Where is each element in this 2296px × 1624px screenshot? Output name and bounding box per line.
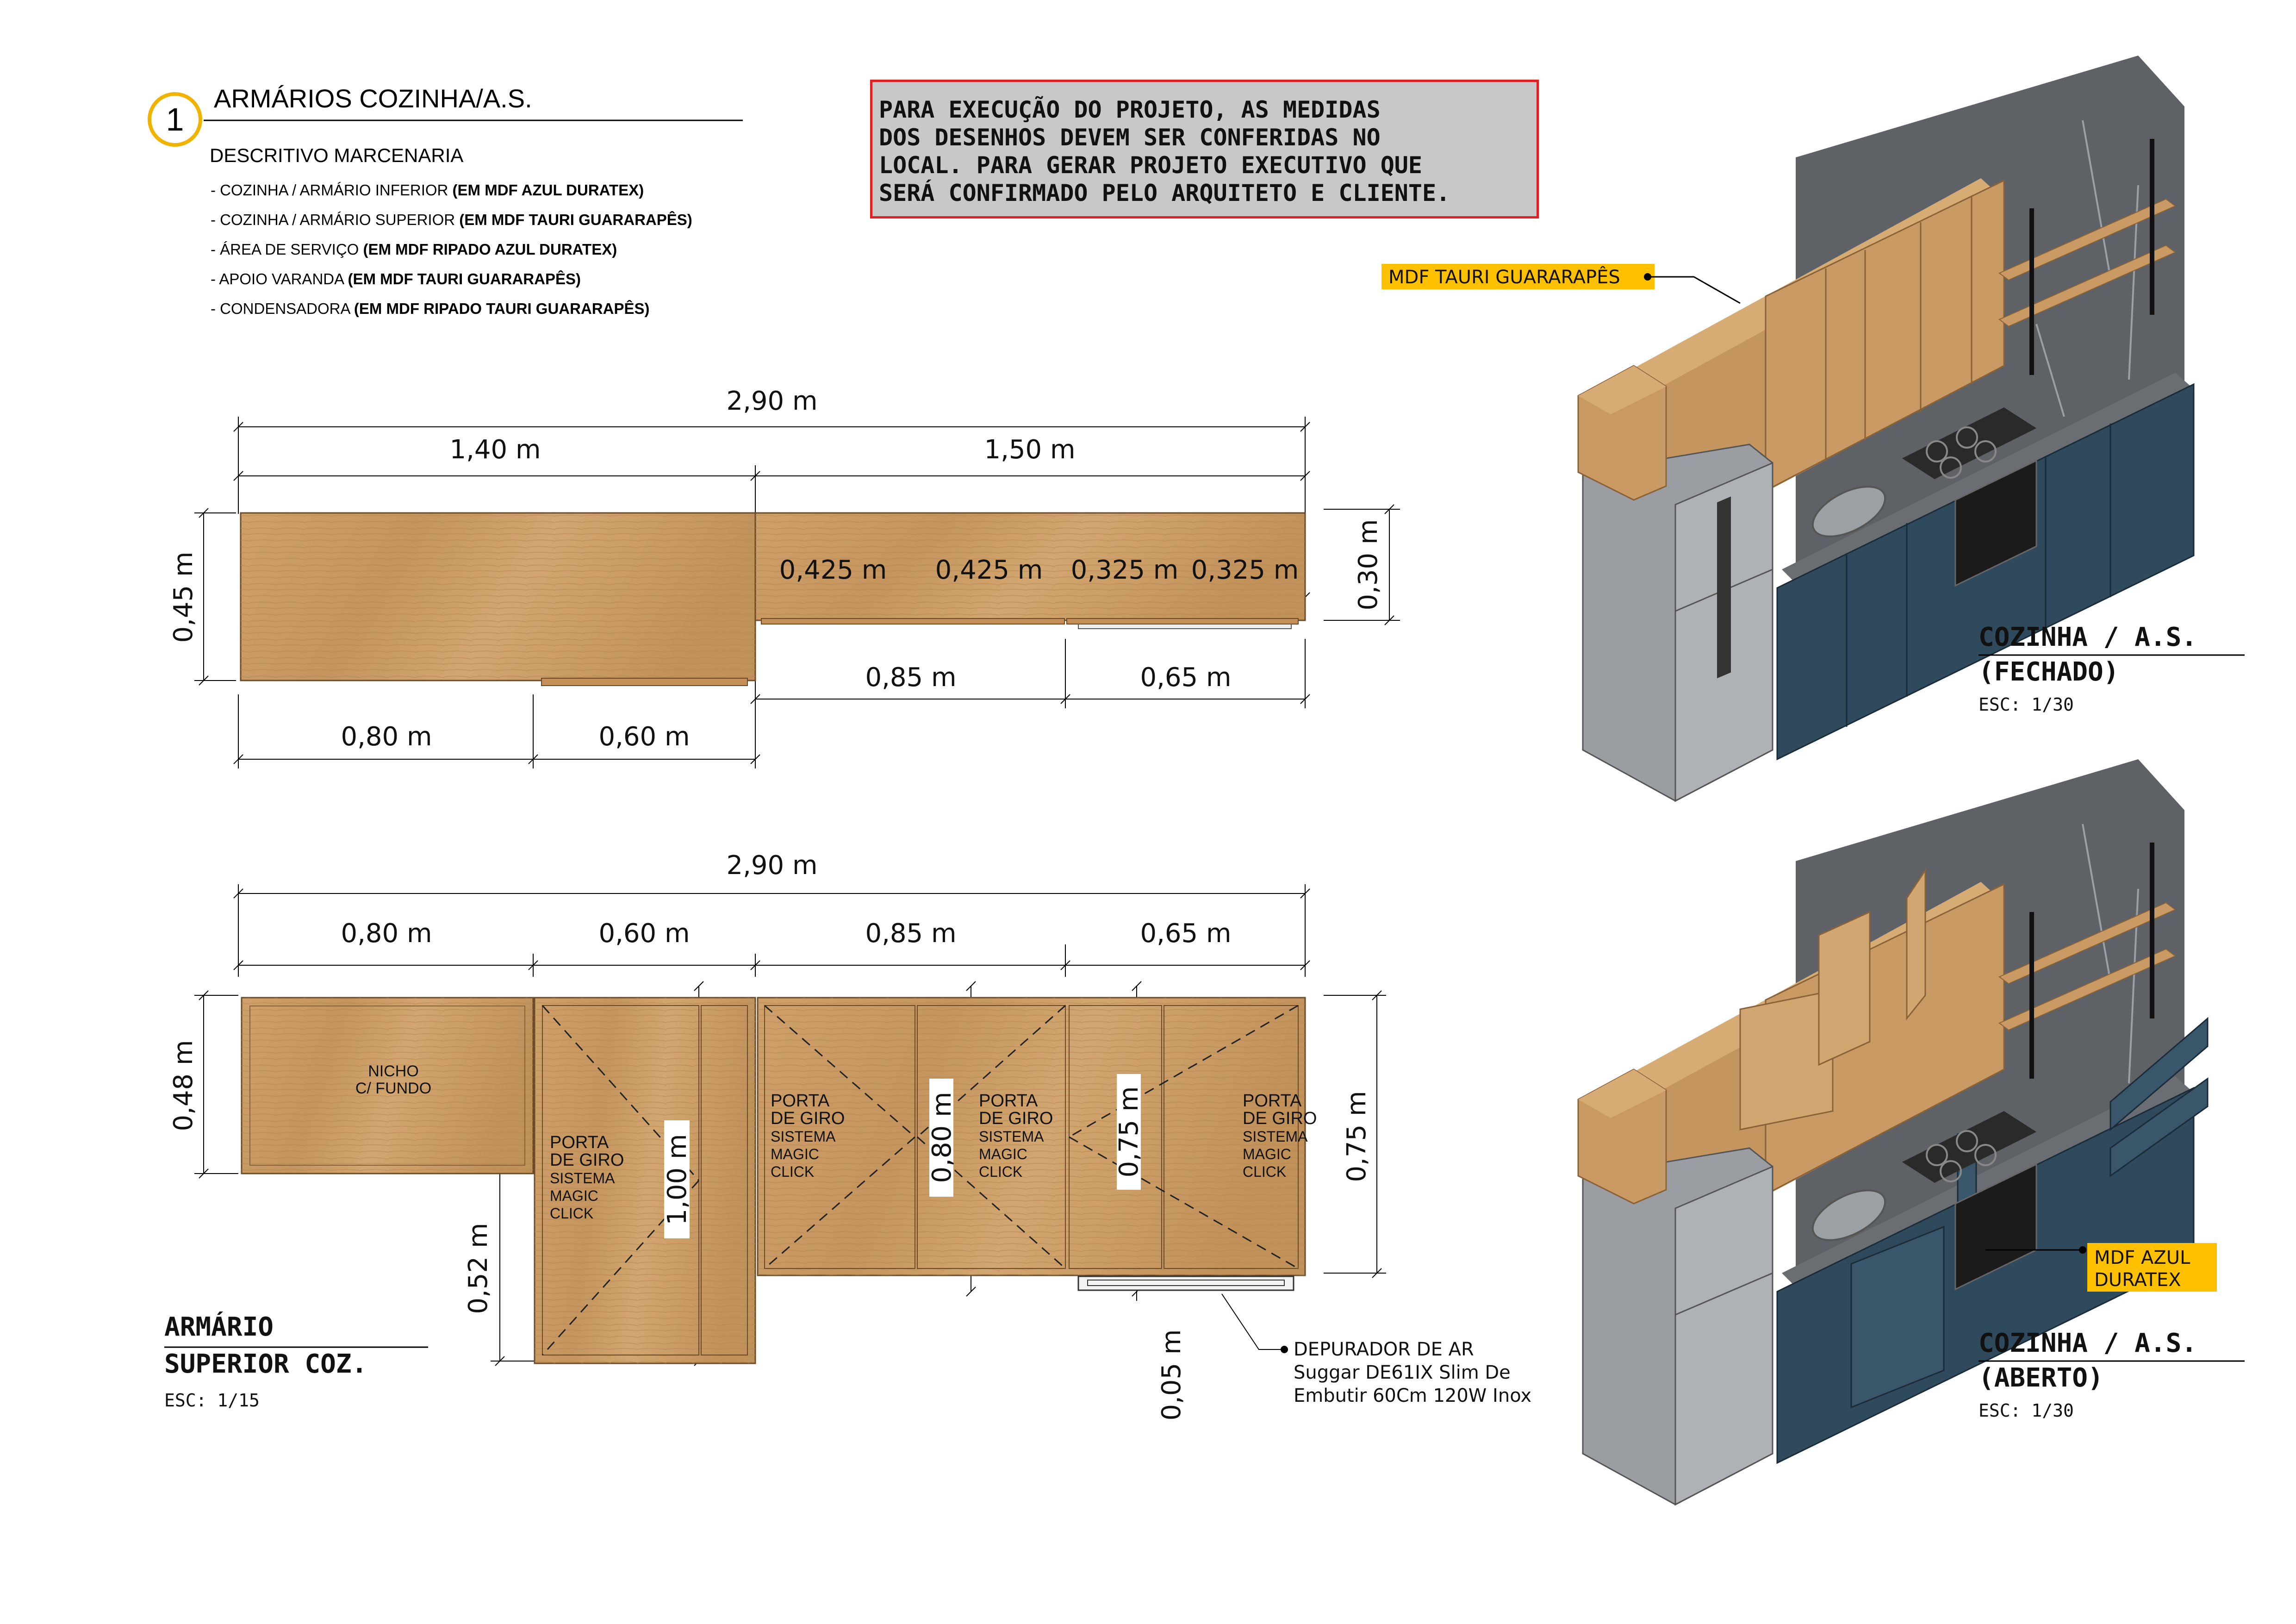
closed-tag-text: MDF TAURI GUARARAPÊS bbox=[1388, 266, 1620, 288]
elev-h-gap: 0,05 m bbox=[1157, 1329, 1187, 1420]
elev-total-dim: 2,90 m bbox=[726, 850, 817, 881]
door-label: CLICK bbox=[771, 1163, 814, 1180]
closed-scale: ESC: 1/30 bbox=[1979, 694, 2074, 715]
view-open: MDF AZUL DURATEX COZINHA / A.S. (ABERTO)… bbox=[1577, 759, 2245, 1506]
elev-width-1: 0,80 m bbox=[341, 918, 432, 949]
elev-title-2: SUPERIOR COZ. bbox=[164, 1349, 367, 1379]
plan-bottom-dim-1: 0,85 m bbox=[865, 662, 956, 693]
door-label: PORTA bbox=[771, 1091, 830, 1111]
warning-line-4: SERÁ CONFIRMADO PELO ARQUITETO E CLIENTE… bbox=[879, 180, 1450, 206]
warning-line-3: LOCAL. PARA GERAR PROJETO EXECUTIVO QUE bbox=[879, 152, 1422, 179]
door-label: DE GIRO bbox=[979, 1109, 1053, 1128]
door-label: DE GIRO bbox=[771, 1109, 845, 1128]
door-label: SISTEMA bbox=[550, 1170, 615, 1187]
elev-h-lower: 0,52 m bbox=[463, 1223, 493, 1314]
plan-inner-dim-4: 0,325 m bbox=[1191, 555, 1299, 585]
door-label: DE GIRO bbox=[550, 1150, 624, 1170]
door-label: SISTEMA bbox=[979, 1128, 1044, 1145]
plan-total-dim: 2,90 m bbox=[726, 386, 817, 416]
plan-bottom-dim-4: 0,60 m bbox=[598, 722, 690, 752]
warning-line-1: PARA EXECUÇÃO DO PROJETO, AS MEDIDAS bbox=[879, 96, 1381, 123]
plan-inner-dim-3: 0,325 m bbox=[1071, 555, 1179, 585]
open-tag-box bbox=[2087, 1243, 2217, 1292]
closed-title-2: (FECHADO) bbox=[1979, 657, 2119, 687]
open-tag-line-2: DURATEX bbox=[2094, 1269, 2181, 1291]
door-label: CLICK bbox=[550, 1205, 593, 1222]
door-label: PORTA bbox=[979, 1091, 1038, 1111]
elev-h-overall: 0,75 m bbox=[1342, 1091, 1372, 1182]
plan-depth-left: 0,45 m bbox=[168, 551, 199, 643]
open-title-2: (ABERTO) bbox=[1979, 1363, 2103, 1393]
depurador-hood bbox=[1077, 1275, 1294, 1291]
elev-title-1: ARMÁRIO bbox=[164, 1312, 274, 1342]
descritivo-item: - ÁREA DE SERVIÇO (EM MDF RIPADO AZUL DU… bbox=[211, 241, 617, 258]
elev-h-tall: 1,00 m bbox=[662, 1134, 692, 1225]
plan-right-dim: 1,50 m bbox=[984, 435, 1075, 465]
door-label: CLICK bbox=[979, 1163, 1022, 1180]
plan-inner-dim-2: 0,425 m bbox=[935, 555, 1043, 585]
warning-line-2: DOS DESENHOS DEVEM SER CONFERIDAS NO bbox=[879, 124, 1381, 151]
elevation-view: 2,90 m 0,80 m 0,60 m 0,85 m 0,65 m 0,48 … bbox=[164, 850, 1531, 1421]
door-label: PORTA bbox=[1243, 1091, 1302, 1111]
descritivo-list: - COZINHA / ARMÁRIO INFERIOR (EM MDF AZU… bbox=[211, 181, 692, 317]
closed-tag-box bbox=[1381, 264, 1655, 289]
descritivo-item: - APOIO VARANDA (EM MDF TAURI GUARARAPÊS… bbox=[211, 270, 581, 287]
descritivo-item: - CONDENSADORA (EM MDF RIPADO TAURI GUAR… bbox=[211, 300, 649, 317]
open-tag-line-1: MDF AZUL bbox=[2094, 1247, 2190, 1268]
depurador-line-2: Suggar DE61IX Slim De bbox=[1294, 1362, 1511, 1383]
door-label: PORTA bbox=[550, 1133, 609, 1152]
elev-h-nicho: 0,48 m bbox=[168, 1040, 199, 1131]
header: 1 ARMÁRIOS COZINHA/A.S. DESCRITIVO MARCE… bbox=[148, 84, 743, 166]
door-label: CLICK bbox=[1243, 1163, 1286, 1180]
door-label: MAGIC bbox=[771, 1146, 819, 1162]
descritivo-heading: DESCRITIVO MARCENARIA bbox=[210, 144, 463, 166]
depurador-line-1: DEPURADOR DE AR bbox=[1294, 1339, 1474, 1360]
sheet-title: ARMÁRIOS COZINHA/A.S. bbox=[214, 84, 532, 113]
warning-box: PARA EXECUÇÃO DO PROJETO, AS MEDIDAS DOS… bbox=[870, 80, 1539, 219]
nicho-label-2: C/ FUNDO bbox=[355, 1080, 431, 1097]
elev-h-right: 0,75 m bbox=[1114, 1086, 1144, 1177]
plan-view: 2,90 m 1,40 m 1,50 m 0,425 m 0,425 m 0,3… bbox=[168, 386, 1400, 768]
door-label: DE GIRO bbox=[1243, 1109, 1317, 1128]
plan-depth-right: 0,30 m bbox=[1353, 519, 1383, 610]
door-label: MAGIC bbox=[1243, 1146, 1291, 1162]
elev-width-3: 0,85 m bbox=[865, 918, 956, 949]
number-label: 1 bbox=[166, 101, 184, 137]
plan-bottom-dim-3: 0,80 m bbox=[341, 722, 432, 752]
nicho-label-1: NICHO bbox=[368, 1062, 419, 1080]
elev-scale: ESC: 1/15 bbox=[164, 1390, 260, 1411]
door-label: MAGIC bbox=[979, 1146, 1027, 1162]
plan-bottom-dim-2: 0,65 m bbox=[1140, 662, 1231, 693]
plan-left-dim: 1,40 m bbox=[449, 435, 541, 465]
descritivo-item: - COZINHA / ARMÁRIO SUPERIOR (EM MDF TAU… bbox=[211, 211, 692, 228]
door-label: SISTEMA bbox=[771, 1128, 836, 1145]
door-label: SISTEMA bbox=[1243, 1128, 1308, 1145]
open-scale: ESC: 1/30 bbox=[1979, 1400, 2074, 1421]
number-circle bbox=[148, 92, 202, 147]
elev-width-4: 0,65 m bbox=[1140, 918, 1231, 949]
depurador-line-3: Embutir 60Cm 120W Inox bbox=[1294, 1385, 1531, 1406]
descritivo-item: - COZINHA / ARMÁRIO INFERIOR (EM MDF AZU… bbox=[211, 181, 644, 199]
open-title-1: COZINHA / A.S. bbox=[1979, 1328, 2197, 1358]
elev-width-2: 0,60 m bbox=[598, 918, 690, 949]
elev-h-mid: 0,80 m bbox=[927, 1092, 957, 1183]
closed-title-1: COZINHA / A.S. bbox=[1979, 622, 2197, 652]
door-label: MAGIC bbox=[550, 1187, 598, 1204]
plan-inner-dim-1: 0,425 m bbox=[779, 555, 887, 585]
view-closed: MDF TAURI GUARARAPÊS COZINHA / A.S. (FEC… bbox=[1381, 56, 2245, 802]
